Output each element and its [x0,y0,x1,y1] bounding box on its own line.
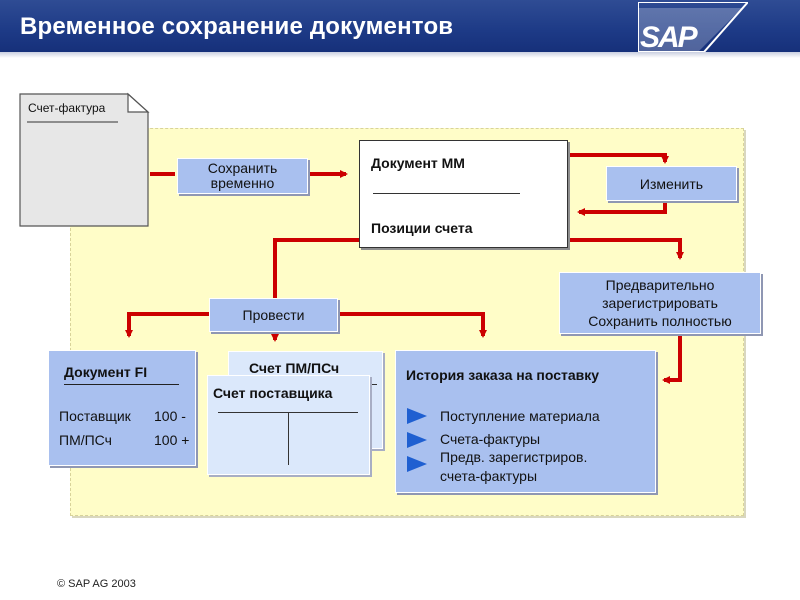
post-box: Провести [209,298,338,332]
po-history-item-4: счета-фактуры [440,468,538,484]
po-history-box: История заказа на поставку Поступление м… [395,350,656,493]
arrow-mm-to-post [273,238,360,298]
sap-logo [638,2,748,52]
park-line3: Сохранить полностью [588,313,732,329]
change-label: Изменить [639,175,704,192]
fi-document-divider [64,384,179,385]
save-temporarily-line1: Сохранить [207,160,278,176]
gr-ir-account-title: Счет ПМ/ПСч [249,360,340,376]
arrow-mm-to-change [568,153,669,164]
header-bar: Временное сохранение документов [0,0,800,52]
copyright-icon: © [57,578,66,590]
invoice-title: Счет-фактура [28,101,106,115]
page-title: Временное сохранение документов [20,13,454,40]
fi-row1-value: 100 - [154,408,186,424]
po-history-item-1: Поступление материала [440,408,600,424]
mm-document-divider [373,193,520,194]
fi-row2-label: ПМ/ПСч [59,432,112,448]
invoice-document-icon [19,92,150,227]
bullet-icon [407,408,427,424]
header-shadow [0,52,800,58]
arrow-change-to-mm [577,202,667,216]
fi-document-box: Документ FI Поставщик 100 - ПМ/ПСч 100 + [48,350,196,466]
arrow-park-to-history [662,335,682,384]
fi-row1-label: Поставщик [59,408,131,424]
po-history-item-3: Предв. зарегистриров. [440,449,588,465]
fi-row2-value: 100 + [154,432,190,448]
mm-document-title: Документ MM [371,155,465,171]
footer: © SAP AG 2003 [57,578,136,590]
bullet-icon [407,456,427,472]
arrow-mm-to-park [568,238,684,260]
footer-text: SAP AG 2003 [68,578,136,590]
vendor-account-tline-v [288,412,289,465]
park-line1: Предварительно [605,277,715,293]
park-line2: зарегистрировать [602,295,718,311]
fi-document-title: Документ FI [64,364,148,380]
vendor-account-card: Счет поставщика [207,375,370,475]
mm-document-box: Документ MM Позиции счета [359,140,568,248]
post-label: Провести [242,307,305,323]
po-history-title: История заказа на поставку [406,367,600,383]
gr-ir-account-tline [369,384,377,385]
arrow-post-left [125,312,209,338]
bullet-icon [407,432,427,448]
change-box: Изменить [606,166,737,201]
save-temporarily-box: Сохранить временно [177,158,308,194]
sap-logo-text: SAP [640,21,698,54]
mm-document-items: Позиции счета [371,220,473,236]
po-history-item-2: Счета-фактуры [440,431,541,447]
park-box: Предварительно зарегистрировать Сохранит… [559,272,761,334]
arrow-post-right [338,312,487,338]
vendor-account-title: Счет поставщика [213,385,333,401]
save-temporarily-line2: временно [210,175,275,191]
